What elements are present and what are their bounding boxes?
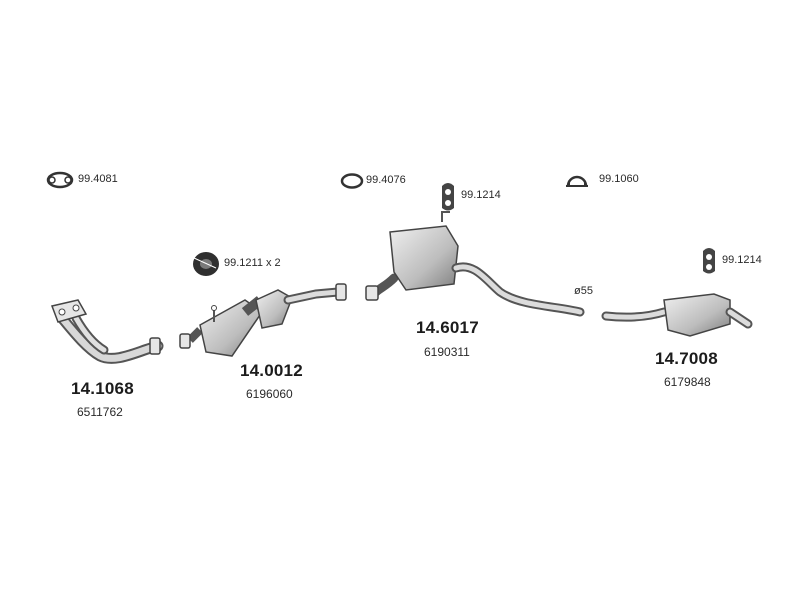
gasket-ring-double-icon — [46, 171, 74, 189]
oem-number: 6511762 — [77, 405, 123, 419]
rear-silencer-drawing — [601, 293, 753, 337]
rubber-mount-icon — [193, 252, 219, 276]
oem-number: 6196060 — [246, 387, 293, 401]
accessory-code: 99.1214 — [722, 254, 762, 266]
rubber-hanger-icon — [703, 248, 715, 274]
pipe-diameter-label: ø55 — [574, 285, 593, 297]
part-code: 14.7008 — [655, 349, 718, 368]
rubber-hanger-icon — [442, 183, 454, 211]
oem-number: 6190311 — [424, 345, 470, 359]
accessory-code: 99.1214 — [461, 189, 501, 201]
part-code: 14.1068 — [71, 379, 134, 398]
middle-silencer-drawing — [365, 211, 585, 317]
exhaust-clamp-icon — [566, 175, 588, 187]
gasket-ring-icon — [340, 173, 364, 189]
accessory-code: 99.4081 — [78, 173, 118, 185]
accessory-code: 99.1211 x 2 — [224, 257, 281, 269]
catalytic-converter-drawing — [179, 283, 347, 357]
accessory-code: 99.4076 — [366, 174, 406, 186]
front-pipe-drawing — [50, 299, 164, 364]
oem-number: 6179848 — [664, 375, 711, 389]
accessory-code: 99.1060 — [599, 173, 639, 185]
part-code: 14.0012 — [240, 361, 303, 380]
part-code: 14.6017 — [416, 318, 479, 337]
